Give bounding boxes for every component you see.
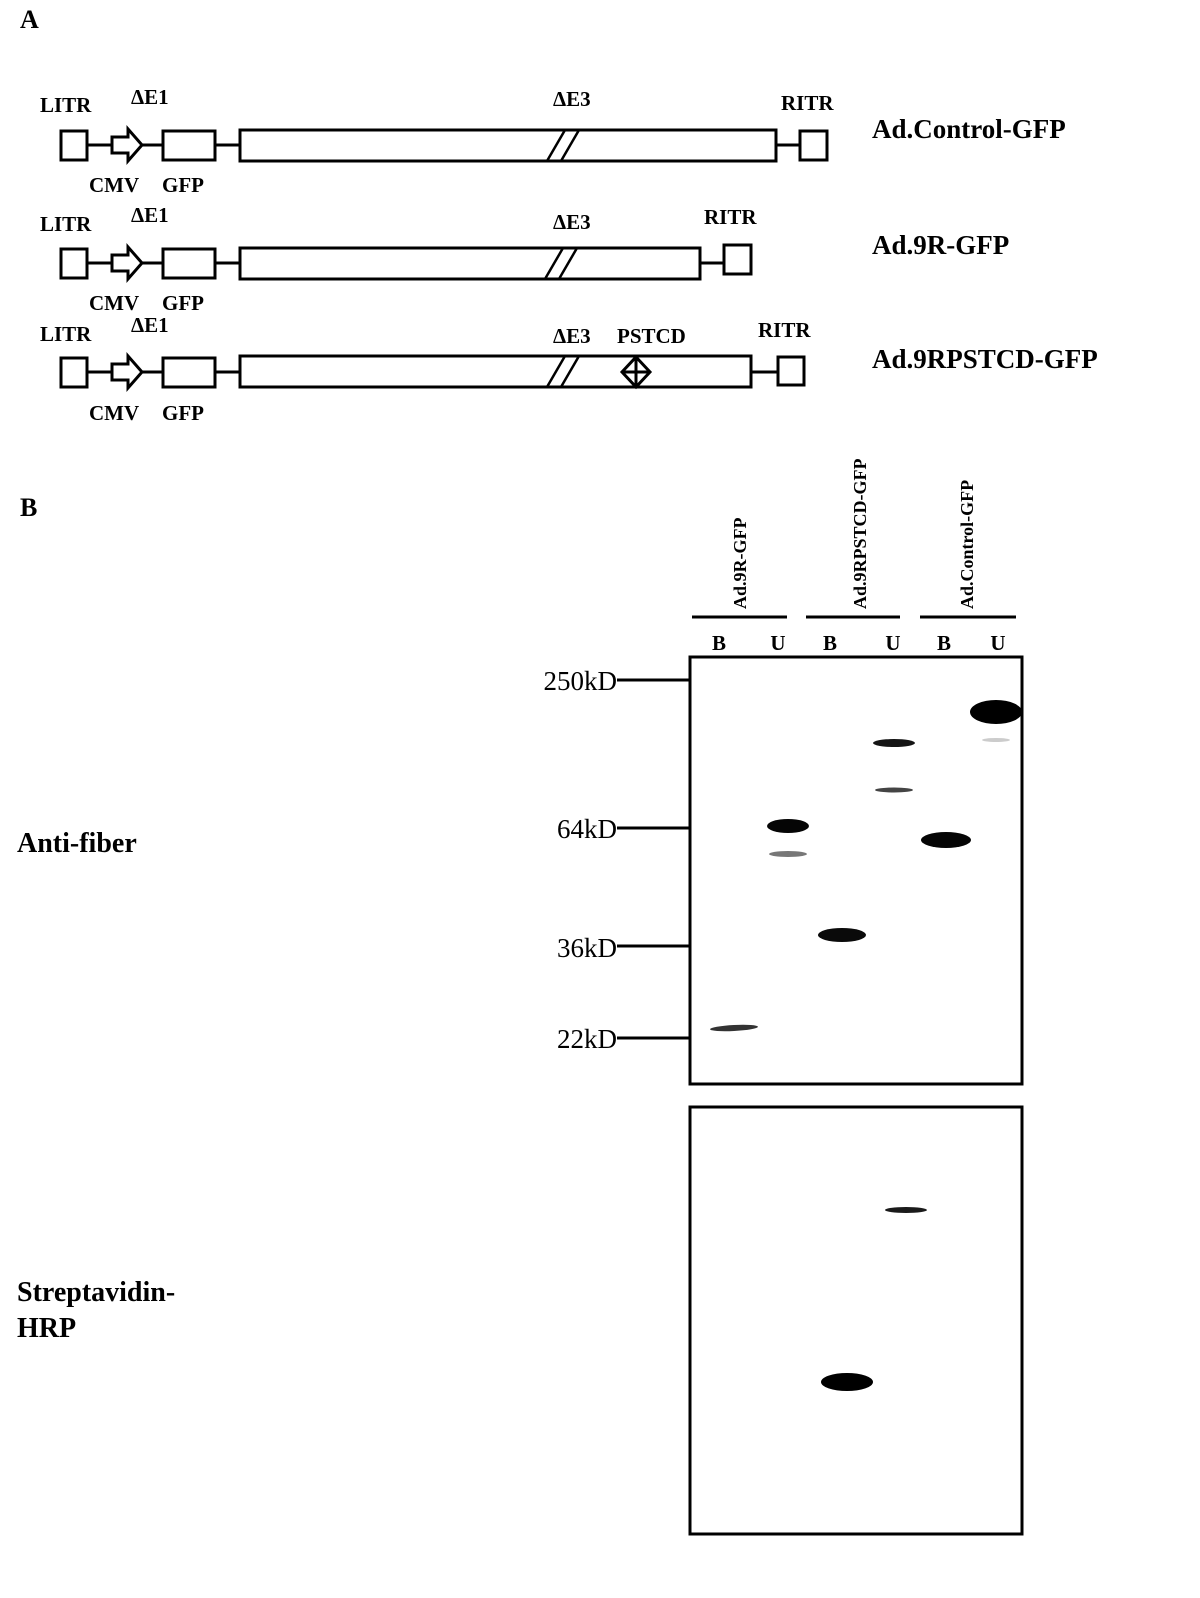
construct-2-name: Ad.9R-GFP [872, 230, 1009, 260]
construct-3-de1-label: ΔE1 [131, 313, 169, 337]
construct-2-de3-label: ΔE3 [553, 210, 591, 234]
marker-label-22kd: 22kD [557, 1024, 617, 1054]
construct-3-de3-label: ΔE3 [553, 324, 591, 348]
construct-3-de3-break-icon [545, 355, 567, 388]
construct-1-cmv-label: CMV [89, 173, 139, 197]
construct-1-gfp-label: GFP [162, 173, 204, 197]
band-lane6-high [970, 700, 1022, 724]
anti-fiber-blot-frame [688, 655, 1024, 1086]
construct-2-cmv-label: CMV [89, 291, 139, 315]
construct-2-cmv-arrow-icon [110, 243, 144, 283]
band-lane4-lower [875, 787, 913, 793]
panel-a-label: A [20, 5, 39, 34]
anti-fiber-bands [710, 700, 1022, 1032]
lane-label-2: U [770, 631, 785, 655]
construct-3-litr-label: LITR [40, 322, 92, 346]
group-label-ad-9rpstcd-gfp: Ad.9RPSTCD-GFP [850, 458, 870, 609]
construct-3-pstcd-label: PSTCD [617, 324, 686, 348]
construct-ad-9r-gfp: LITR ΔE1 ΔE3 RITR CMV GFP Ad.9R-GFP [40, 203, 1009, 315]
streptavidin-blot-frame [688, 1105, 1024, 1536]
lane-label-6: U [990, 631, 1005, 655]
construct-3-ritr-label: RITR [758, 318, 811, 342]
construct-3-cmv-label: CMV [89, 401, 139, 425]
construct-ad-control-gfp: LITR ΔE1 ΔE3 RITR CMV GFP Ad.Control-GFP [40, 85, 1066, 197]
construct-2-ritr-label: RITR [704, 205, 757, 229]
streptavidin-bands [821, 1207, 927, 1391]
band-lane2-lower [769, 851, 807, 857]
construct-1-cmv-arrow-icon [110, 125, 144, 165]
band-lane5-64kd [921, 832, 971, 848]
group-label-ad-control-gfp: Ad.Control-GFP [957, 480, 977, 609]
construct-ad-9rpstcd-gfp: LITR ΔE1 ΔE3 PSTCD RITR CMV GFP Ad.9RPST… [40, 313, 1098, 425]
construct-3-name: Ad.9RPSTCD-GFP [872, 344, 1098, 374]
band-lane3-36kd [818, 928, 866, 942]
construct-2-litr-label: LITR [40, 212, 92, 236]
marker-label-64kd: 64kD [557, 814, 617, 844]
construct-3-ritr-box [776, 355, 806, 387]
construct-2-de1-label: ΔE1 [131, 203, 169, 227]
lane-label-5: B [937, 631, 951, 655]
marker-label-250kd: 250kD [544, 666, 618, 696]
construct-3-cmv-arrow-icon [110, 352, 144, 392]
lane-label-3: B [823, 631, 837, 655]
band-strep-lane3 [821, 1373, 873, 1391]
anti-fiber-label: Anti-fiber [17, 828, 137, 859]
band-strep-lane4 [885, 1207, 927, 1213]
marker-label-36kd: 36kD [557, 933, 617, 963]
construct-1-name: Ad.Control-GFP [872, 114, 1066, 144]
construct-1-de3-break-icon [545, 129, 567, 162]
construct-1-ritr-label: RITR [781, 91, 834, 115]
band-lane1-22kd [710, 1024, 758, 1032]
construct-3-pstcd-diamond-icon [619, 354, 653, 390]
lane-label-4: U [885, 631, 900, 655]
streptavidin-label-line1: Streptavidin- [17, 1277, 175, 1308]
band-lane4-upper [873, 739, 915, 747]
construct-1-de1-label: ΔE1 [131, 85, 169, 109]
construct-1-litr-label: LITR [40, 93, 92, 117]
construct-1-de3-label: ΔE3 [553, 87, 591, 111]
band-lane6-faint [982, 738, 1010, 742]
group-label-ad-9r-gfp: Ad.9R-GFP [730, 518, 750, 610]
streptavidin-label-line2: HRP [17, 1313, 76, 1344]
lane-label-1: B [712, 631, 726, 655]
construct-3-gfp-label: GFP [162, 401, 204, 425]
construct-1-ritr-box [798, 129, 829, 162]
construct-2-ritr-box [722, 243, 753, 276]
band-lane2-64kd [767, 819, 809, 833]
construct-2-gfp-label: GFP [162, 291, 204, 315]
construct-2-de3-break-icon [543, 247, 565, 280]
panel-b-label: B [20, 493, 37, 522]
